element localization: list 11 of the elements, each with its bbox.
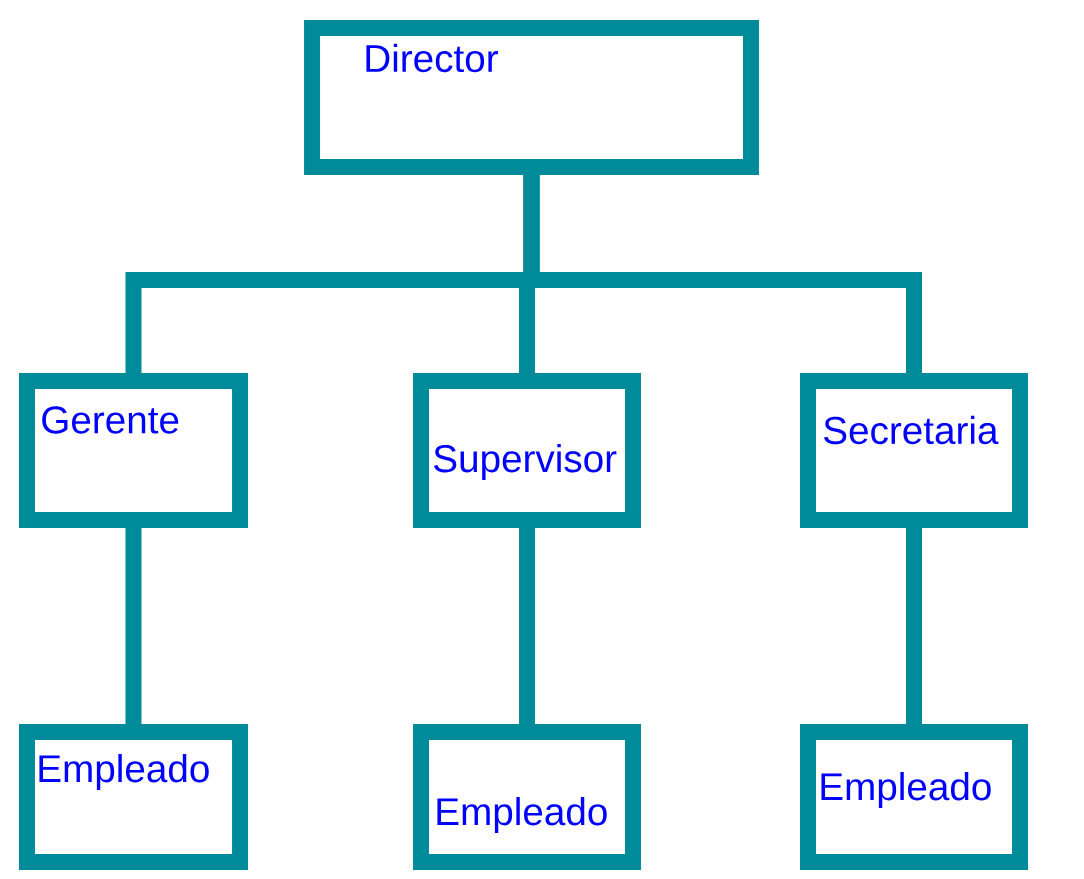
org-box: Supervisor [413, 373, 641, 528]
connector-line [519, 528, 535, 724]
org-box: Empleado [800, 724, 1028, 870]
org-box: Director [304, 20, 759, 175]
org-box: Empleado [18, 724, 249, 870]
connector-line [906, 528, 922, 724]
org-box: Secretaria [800, 373, 1028, 528]
org-box: Gerente [18, 373, 249, 528]
connector-line [523, 175, 922, 373]
org-box: Empleado [413, 724, 641, 870]
connector-line [125, 528, 142, 724]
